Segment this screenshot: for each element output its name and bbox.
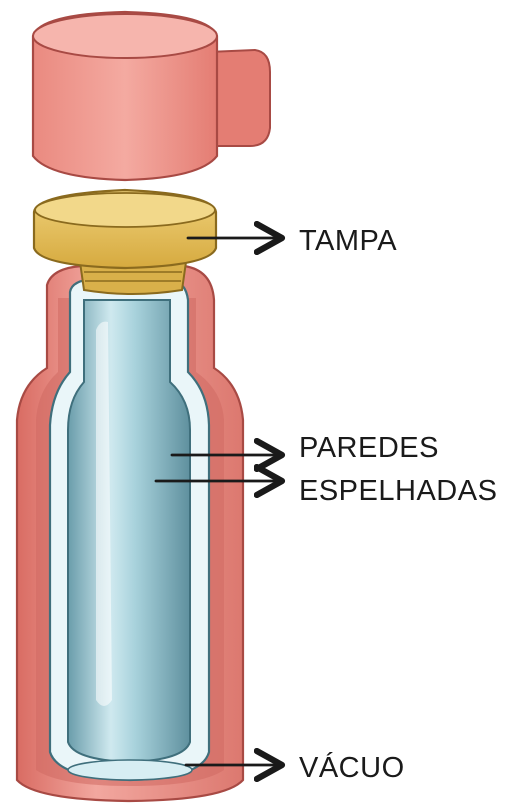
label-walls-line2: ESPELHADAS xyxy=(299,475,497,507)
label-lid: TAMPA xyxy=(299,225,397,257)
label-vacuum: VÁCUO xyxy=(299,751,405,784)
stopper-top xyxy=(35,193,215,227)
label-walls-line1: PAREDES xyxy=(299,432,439,464)
cap xyxy=(33,12,270,180)
cap-top xyxy=(33,14,217,58)
glass-vessel xyxy=(50,279,209,780)
glass-bottom xyxy=(68,760,192,780)
